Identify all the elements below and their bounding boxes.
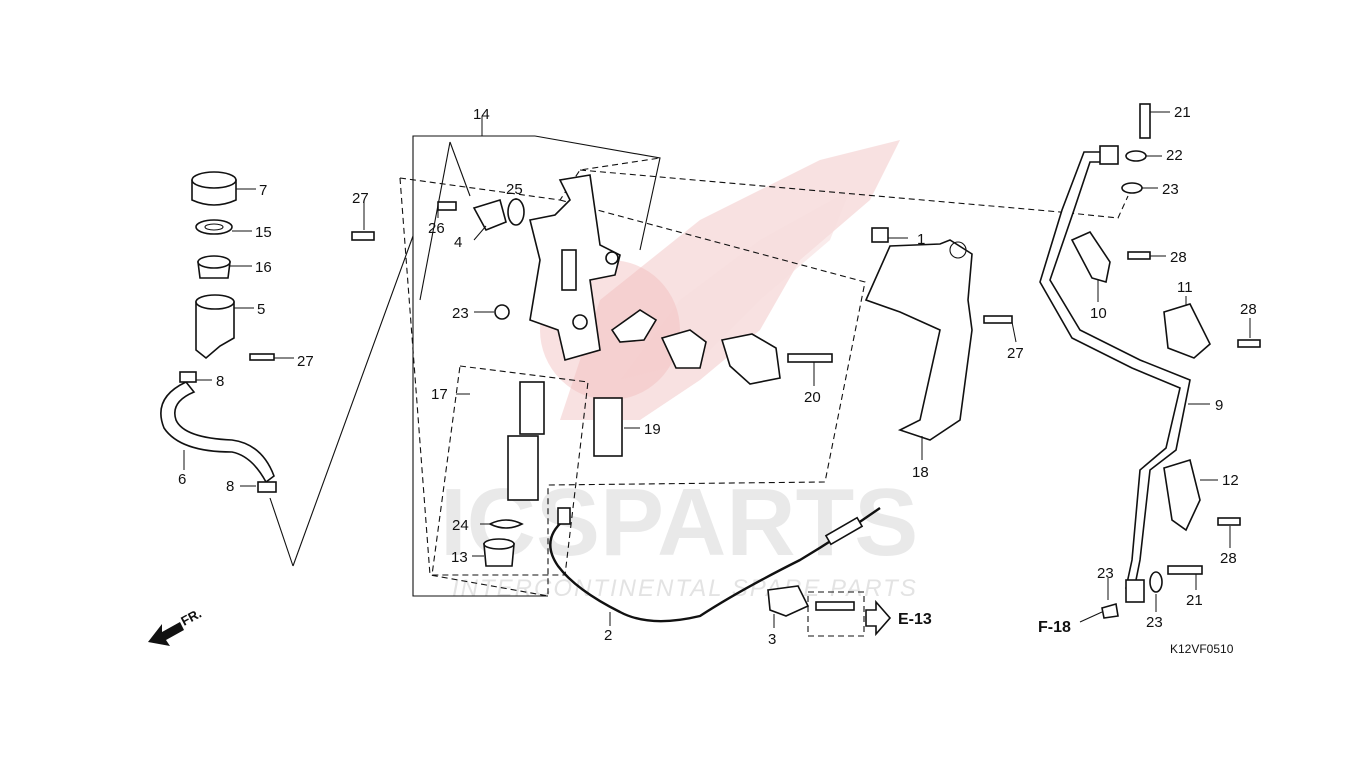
banjo-joint: [472, 198, 507, 232]
lever-link-a: [610, 309, 658, 343]
callout-23-c: 23: [1097, 565, 1114, 582]
callout-5: 5: [257, 301, 265, 318]
bolt-28b: [1237, 339, 1261, 348]
mc-bolt-27: [351, 231, 375, 241]
callout-27-a: 27: [352, 190, 369, 207]
callout-25: 25: [506, 181, 523, 198]
callout-15: 15: [255, 224, 272, 241]
watermark-tagline: INTERCONTINENTAL SPARE PARTS: [452, 575, 918, 602]
callout-23-b: 23: [1162, 181, 1179, 198]
cable-2: [549, 507, 881, 623]
hose-guide-11: [1163, 303, 1211, 359]
bolt-21-upper: [1139, 103, 1151, 139]
hose-guide-12: [1163, 458, 1201, 532]
callout-28-b: 28: [1240, 301, 1257, 318]
hose-clip-upper: [179, 371, 197, 383]
front-arrow-label: FR.: [178, 606, 204, 629]
mc-nut-22: [494, 304, 510, 320]
callout-12: 12: [1222, 472, 1239, 489]
callout-13: 13: [451, 549, 468, 566]
bracket-18: [864, 239, 973, 441]
callout-21-lower: 21: [1186, 592, 1203, 609]
callout-20: 20: [804, 389, 821, 406]
brake-hose-assembly: [1039, 103, 1261, 619]
callout-4: 4: [454, 234, 462, 251]
reservoir-hose: [160, 381, 275, 484]
lever-link-b: [660, 329, 707, 369]
callouts: 1 2 3 4 5 6 7 8 8 9 10 11 12 13 14 15 16…: [178, 104, 1257, 648]
clamp-bolt: [815, 601, 855, 611]
washer-23c: [1101, 602, 1119, 619]
hose-fitting-lower: [1125, 579, 1145, 603]
callout-6: 6: [178, 471, 186, 488]
callout-28-c: 28: [1220, 550, 1237, 567]
reservoir-bolt: [249, 353, 275, 361]
callout-28-a: 28: [1170, 249, 1187, 266]
callout-23-d: 23: [1146, 614, 1163, 631]
callout-7: 7: [259, 182, 267, 199]
watermark: ICSPARTS INTERCONTINENTAL SPARE PARTS: [440, 140, 918, 602]
hose-clip-lower: [257, 481, 277, 493]
hose-clamp-10: [1070, 230, 1111, 284]
cap-plate: [195, 219, 233, 235]
callout-11: 11: [1177, 279, 1193, 296]
callout-2: 2: [604, 627, 612, 644]
cable-clamp-3: [767, 585, 810, 617]
group-boxes: [269, 135, 1129, 637]
boot-17: [519, 381, 545, 435]
hose-fitting-upper: [1099, 145, 1119, 165]
o-ring: [507, 198, 525, 226]
callout-19: 19: [644, 421, 661, 438]
bolt-21-lower: [1167, 565, 1203, 575]
front-arrow-icon: [148, 622, 184, 646]
callout-27-b: 27: [297, 353, 314, 370]
callout-1: 1: [917, 231, 925, 248]
reference-f18-label: F-18: [1038, 619, 1071, 636]
callout-26: 26: [428, 220, 445, 237]
pivot-bolt: [787, 353, 833, 363]
right-arrow-icon: [865, 599, 892, 637]
callout-17: 17: [431, 386, 448, 403]
callout-10: 10: [1090, 305, 1107, 322]
bolt-28c: [1217, 517, 1241, 526]
reference-e13: E-13: [865, 599, 932, 637]
callout-8-lower: 8: [226, 478, 234, 495]
mc-bolt-26: [437, 201, 457, 211]
callout-8-upper: 8: [216, 373, 224, 390]
callout-22: 23: [452, 305, 469, 322]
callout-18: 18: [912, 464, 929, 481]
callout-16: 16: [255, 259, 272, 276]
reference-e13-label: E-13: [898, 611, 932, 628]
diagram-code: K12VF0510: [1170, 642, 1234, 656]
reservoir-body: [195, 301, 235, 360]
brake-hose-9: [1039, 151, 1191, 591]
leader-lines: [183, 111, 1251, 628]
reservoir-assembly: [160, 171, 277, 493]
callout-23-a: 22: [1166, 147, 1183, 164]
callout-3: 3: [768, 631, 776, 648]
callout-14: 14: [473, 106, 490, 123]
front-direction: FR.: [148, 606, 204, 646]
spring-19: [593, 397, 623, 457]
washer-23a: [1125, 150, 1147, 162]
bolt-28a: [1127, 251, 1151, 260]
circlip-24: [488, 519, 524, 529]
piston-17: [507, 435, 539, 501]
master-cylinder-assembly: [351, 174, 833, 567]
callout-27-c: 27: [1007, 345, 1024, 362]
cable-assembly: [549, 507, 881, 623]
callout-24: 24: [452, 517, 469, 534]
bracket-bolt-27: [983, 315, 1013, 324]
clip-1: [871, 227, 889, 243]
callout-9: 9: [1215, 397, 1223, 414]
washer-23d: [1149, 571, 1163, 593]
lever-link-c: [720, 333, 781, 385]
washer-23b: [1121, 182, 1143, 194]
bracket-assembly: [864, 227, 1013, 441]
callout-21-upper: 21: [1174, 104, 1191, 121]
